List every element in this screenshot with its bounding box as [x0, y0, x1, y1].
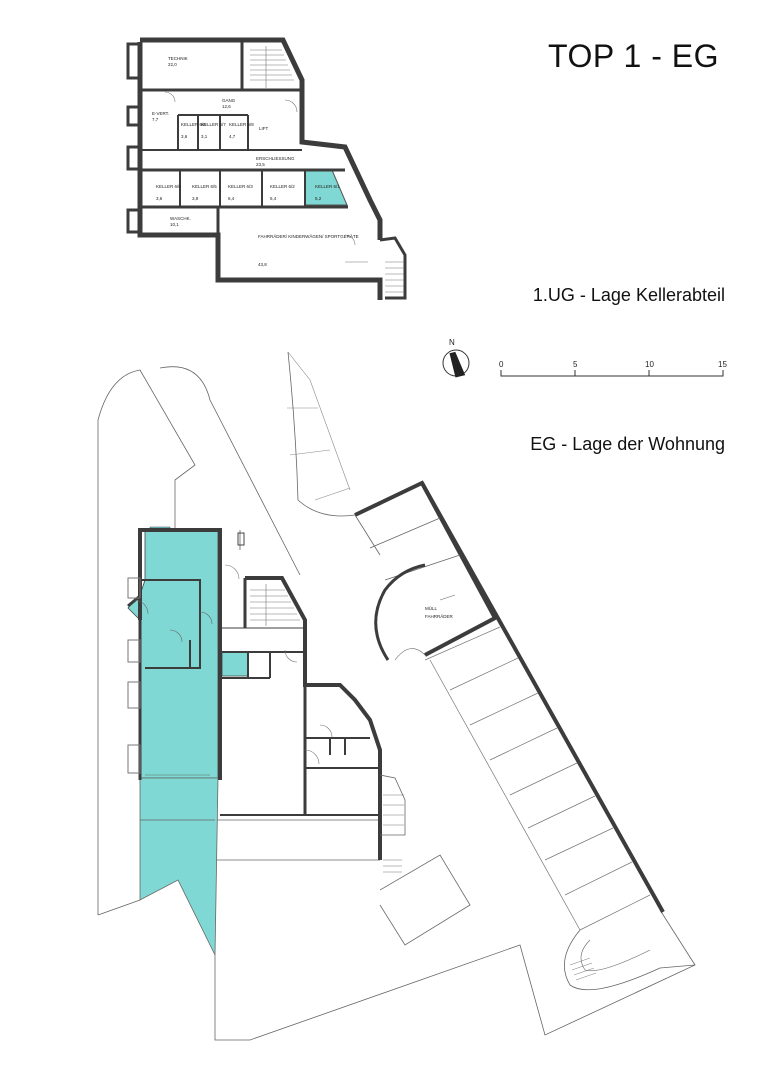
svg-text:3,6: 3,6 — [181, 134, 188, 139]
ground-floor-plan: MÜLL FAHRRÄDER — [97, 351, 696, 1041]
room-label-technik: TECHNIK — [168, 56, 188, 61]
basement-plan: TECHNIK 22,0 GANG 12,6 E-VERT. 7,7 KELLE… — [126, 37, 407, 300]
label-muell: MÜLL — [425, 605, 438, 611]
room-label-waschk: WASCHK. — [170, 216, 191, 221]
room-label-keller-bottom-1: KELLER 6/6 — [156, 184, 181, 189]
ground-floor-section-label: EG - Lage der Wohnung — [530, 434, 725, 454]
svg-text:23,5: 23,5 — [256, 162, 265, 167]
svg-text:15: 15 — [718, 360, 727, 369]
scale-bar: 0 5 10 15 — [499, 360, 727, 377]
room-label-keller-6-8: KELLER 6/8 — [229, 122, 254, 127]
svg-text:22,0: 22,0 — [168, 62, 177, 67]
room-label-keller-6-6-top: KELLER 6/6 — [181, 122, 206, 127]
svg-text:6,4: 6,4 — [270, 196, 277, 201]
svg-text:N: N — [449, 338, 455, 347]
north-arrow: N — [442, 338, 470, 378]
svg-text:7,7: 7,7 — [152, 117, 159, 122]
svg-text:10: 10 — [645, 360, 654, 369]
room-label-keller-highlight: KELLER 6/1 — [315, 184, 340, 189]
svg-text:4,7: 4,7 — [229, 134, 236, 139]
room-label-e-vert: E-VERT. — [152, 111, 169, 116]
svg-text:5: 5 — [573, 360, 578, 369]
page-title: TOP 1 - EG — [548, 38, 719, 74]
room-label-fahrraeder: FAHRRÄDER/ KINDERWÄGEN/ SPORTGERÄTE — [258, 233, 359, 239]
svg-text:5,2: 5,2 — [315, 196, 322, 201]
room-label-lift: LIFT — [259, 126, 269, 131]
svg-text:10,1: 10,1 — [170, 222, 179, 227]
svg-text:6,4: 6,4 — [228, 196, 235, 201]
room-label-keller-6-7: KELLER 6/7 — [201, 122, 226, 127]
label-fahrraeder: FAHRRÄDER — [425, 613, 454, 619]
room-label-keller-bottom-2: KELLER 6/5 — [192, 184, 217, 189]
svg-text:3,9: 3,9 — [192, 196, 199, 201]
room-label-gang: GANG — [222, 98, 236, 103]
highlighted-garden — [139, 777, 219, 956]
room-label-keller-bottom-4: KELLER 6/2 — [270, 184, 295, 189]
svg-text:12,6: 12,6 — [222, 104, 231, 109]
svg-text:3,1: 3,1 — [201, 134, 208, 139]
basement-section-label: 1.UG - Lage Kellerabteil — [532, 285, 725, 305]
room-label-erschliessung: ERSCHLIESSUNG — [256, 156, 295, 161]
room-label-keller-bottom-3: KELLER 6/3 — [228, 184, 253, 189]
svg-text:43,8: 43,8 — [258, 262, 267, 267]
svg-text:0: 0 — [499, 360, 504, 369]
svg-text:3,6: 3,6 — [156, 196, 163, 201]
